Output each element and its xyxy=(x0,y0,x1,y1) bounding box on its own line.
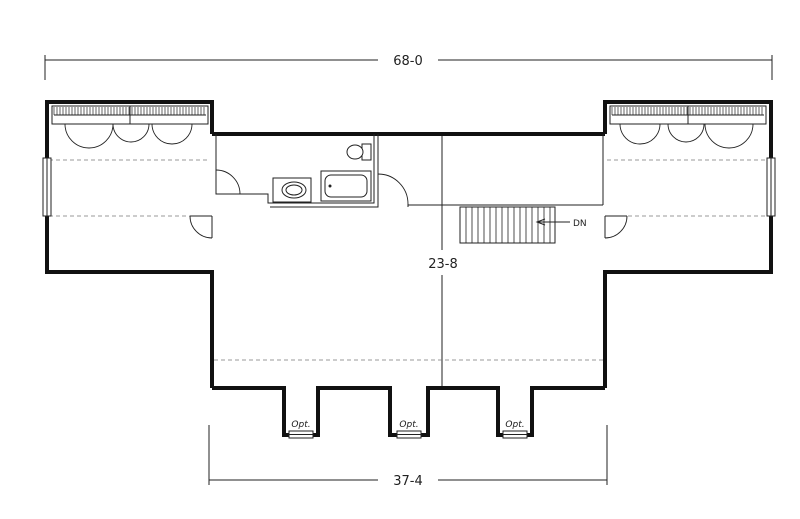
exterior-walls xyxy=(45,100,773,437)
bathroom xyxy=(215,134,379,208)
stair-label: DN xyxy=(573,219,587,229)
hall-door xyxy=(377,134,604,207)
stairs: DN xyxy=(459,206,587,244)
overall-width-label: 68-0 xyxy=(393,54,423,69)
left-closet xyxy=(51,105,209,149)
wing-doors xyxy=(189,215,628,239)
dormer-window-right: Opt. xyxy=(502,420,528,439)
center-width-label: 37-4 xyxy=(393,474,423,489)
dormer-label: Opt. xyxy=(399,420,418,430)
dormer-window-center: Opt. xyxy=(396,420,422,439)
overall-width-dimension: 68-0 xyxy=(44,54,773,80)
depth-dimension: 23-8 xyxy=(428,133,458,388)
dormer-windows: Opt. Opt. Opt. xyxy=(288,420,528,439)
right-closet xyxy=(609,105,767,149)
dormer-window-left: Opt. xyxy=(288,420,314,439)
center-width-dimension: 37-4 xyxy=(208,425,608,489)
knee-wall-lines xyxy=(49,159,769,361)
dormer-label: Opt. xyxy=(505,420,524,430)
depth-label: 23-8 xyxy=(428,257,458,272)
side-windows xyxy=(42,157,776,217)
dormer-label: Opt. xyxy=(291,420,310,430)
toilet-icon xyxy=(346,144,364,160)
